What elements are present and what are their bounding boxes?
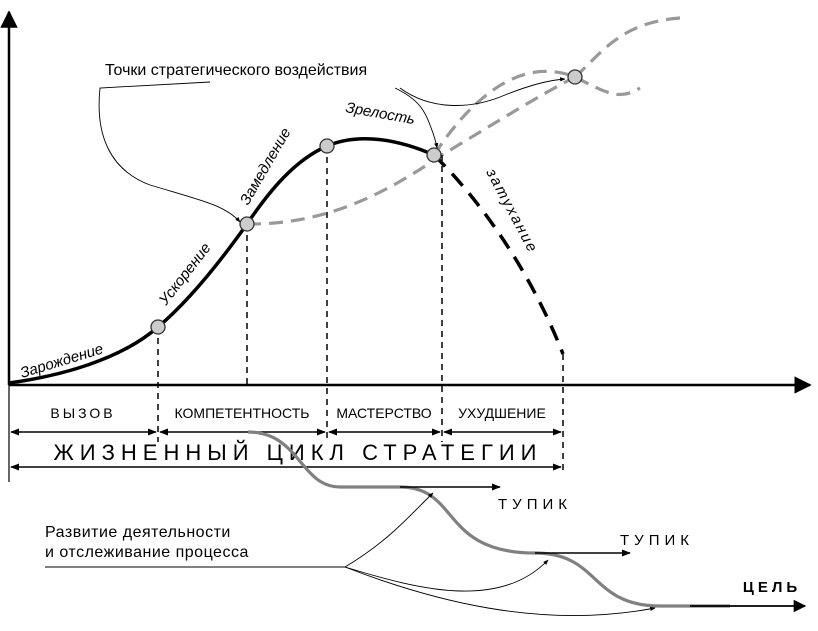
point-birth (150, 319, 166, 335)
fan-arrow-1 (344, 492, 434, 568)
alt-curve-upper (573, 16, 681, 79)
fan-arrow-3 (344, 566, 656, 616)
phase-mastery: МАСТЕРСТВО (336, 405, 431, 421)
pointer-to-slowdown (98, 81, 241, 223)
development-path (247, 430, 730, 608)
point-decline (426, 147, 442, 163)
phase-competence: КОМПЕТЕНТНОСТЬ (175, 405, 310, 421)
label-maturity: Зрелость (344, 99, 416, 128)
alt-curve-from-decline (432, 69, 641, 156)
fan-arrow-2 (344, 559, 549, 592)
decay-curve (432, 153, 565, 355)
pointer-to-top (399, 77, 566, 106)
development-line-1: Развитие деятельности (45, 524, 231, 541)
point-slowdown (239, 216, 255, 232)
strategic-points-label: Точки стратегического воздействия (105, 62, 367, 79)
point-top (567, 69, 583, 85)
deadend-1-label: ТУПИК (498, 496, 572, 513)
lifecycle-main-curve (8, 136, 435, 385)
alt-curve-from-slowdown (246, 75, 576, 226)
point-maturity (319, 138, 335, 154)
development-line-2: и отслеживание процесса (45, 544, 249, 561)
lifecycle-label: ЖИЗНЕННЫЙ ЦИКЛ СТРАТЕГИИ (53, 440, 542, 465)
goal-label: ЦЕЛЬ (743, 579, 801, 596)
phase-decline: УХУДШЕНИЕ (458, 405, 546, 421)
label-birth: Зарождение (18, 340, 105, 381)
pointer-to-maturity (394, 87, 439, 149)
phase-challenge: ВЫЗОВ (50, 405, 115, 421)
deadend-2-label: ТУПИК (620, 532, 694, 549)
label-decay: затухание (482, 165, 541, 256)
